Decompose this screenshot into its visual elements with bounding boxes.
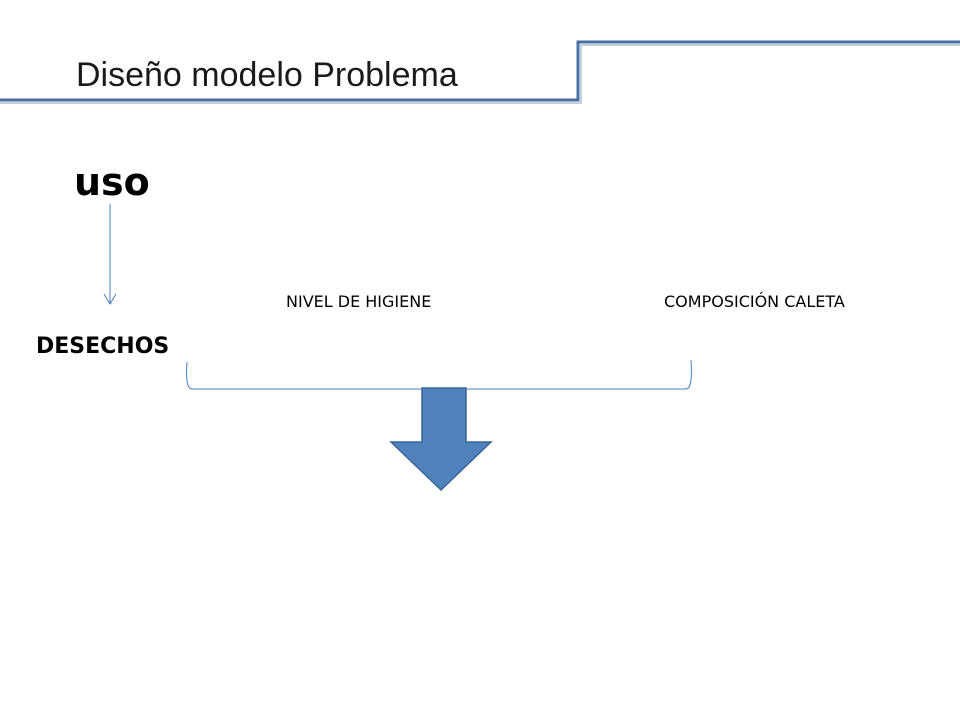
title-frame-line — [0, 40, 960, 102]
label-composicion-caleta: COMPOSICIÓN CALETA — [664, 292, 845, 311]
down-arrow-icon — [389, 387, 493, 492]
slide-title: Diseño modelo Problema — [76, 56, 458, 94]
label-nivel-higiene: NIVEL DE HIGIENE — [286, 292, 432, 311]
label-desechos: DESECHOS — [36, 334, 170, 359]
label-uso: uso — [74, 160, 150, 204]
title-frame-shadow — [0, 44, 960, 104]
arrow-down-icon — [103, 293, 117, 305]
bracket-connector — [186, 359, 692, 390]
